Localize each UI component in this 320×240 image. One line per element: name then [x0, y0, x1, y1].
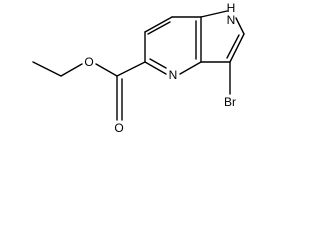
bond-carbonyl-o-ester [95, 63, 118, 77]
atom-label-nh: N [227, 13, 236, 27]
atom-label-ester-o: O [84, 55, 93, 69]
bond-n1-c2 [235, 17, 245, 35]
bond-c5-carbonyl [116, 61, 146, 77]
bond-ch2-ch3 [32, 61, 62, 77]
bond-c5-n4-inner [149, 58, 167, 69]
bond-c7-c6 [144, 16, 173, 33]
atom-label-br: Br [224, 95, 236, 109]
bond-c2-c3 [229, 33, 245, 63]
bond-c2-c3-inner [226, 34, 240, 59]
bond-c7a-n1 [200, 10, 228, 18]
atom-label-ring-n: N [169, 68, 178, 82]
bond-n4-c3a [179, 61, 202, 75]
atom-labels: H N N Br O O [84, 1, 236, 135]
bond-c7-c6-inner [147, 21, 171, 35]
bond-c5-n4 [144, 61, 167, 75]
atom-label-n-h: H [227, 1, 236, 15]
atom-label-carbonyl-o: O [114, 121, 123, 135]
bond-o-ch2 [60, 63, 83, 77]
bonds [32, 10, 245, 121]
chemical-structure: H N N Br O O [32, 1, 245, 135]
